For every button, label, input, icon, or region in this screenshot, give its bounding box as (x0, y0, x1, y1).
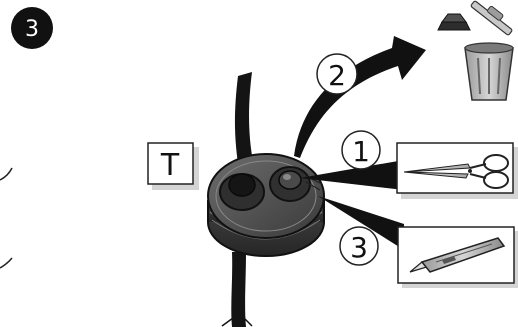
cable-top-icon (234, 72, 256, 178)
callout-number: 3 (350, 231, 368, 264)
callout-number: 1 (352, 135, 370, 168)
pointer-to-knife (318, 196, 404, 250)
tool-label-text: T (160, 148, 180, 183)
cable-gland-icon (207, 153, 325, 257)
step-badge-number: 3 (25, 17, 39, 42)
callout-2: 2 (316, 53, 358, 95)
cable-bottom-icon (231, 252, 246, 327)
callout-3: 3 (339, 226, 379, 266)
cropped-line-mark (0, 167, 13, 181)
callout-number: 2 (328, 59, 346, 92)
cable-end-strands (221, 317, 253, 327)
step-badge-circle (11, 7, 53, 49)
step-badge: 3 (11, 7, 53, 49)
cropped-line-mark (0, 257, 13, 269)
scissors-icon (403, 154, 509, 189)
curved-arrow-icon (294, 36, 426, 158)
tool-label-box: T (147, 142, 199, 190)
trash-can-icon (464, 0, 514, 101)
callout-circle (316, 53, 358, 95)
utility-knife-icon (409, 237, 506, 273)
scissors-panel (396, 142, 518, 199)
callout-circle (339, 226, 379, 266)
removed-plug-icon (437, 13, 471, 31)
pointer-to-scissors (300, 160, 404, 190)
callout-1: 1 (341, 130, 381, 170)
knife-panel (397, 226, 518, 288)
callout-circle (341, 130, 381, 170)
